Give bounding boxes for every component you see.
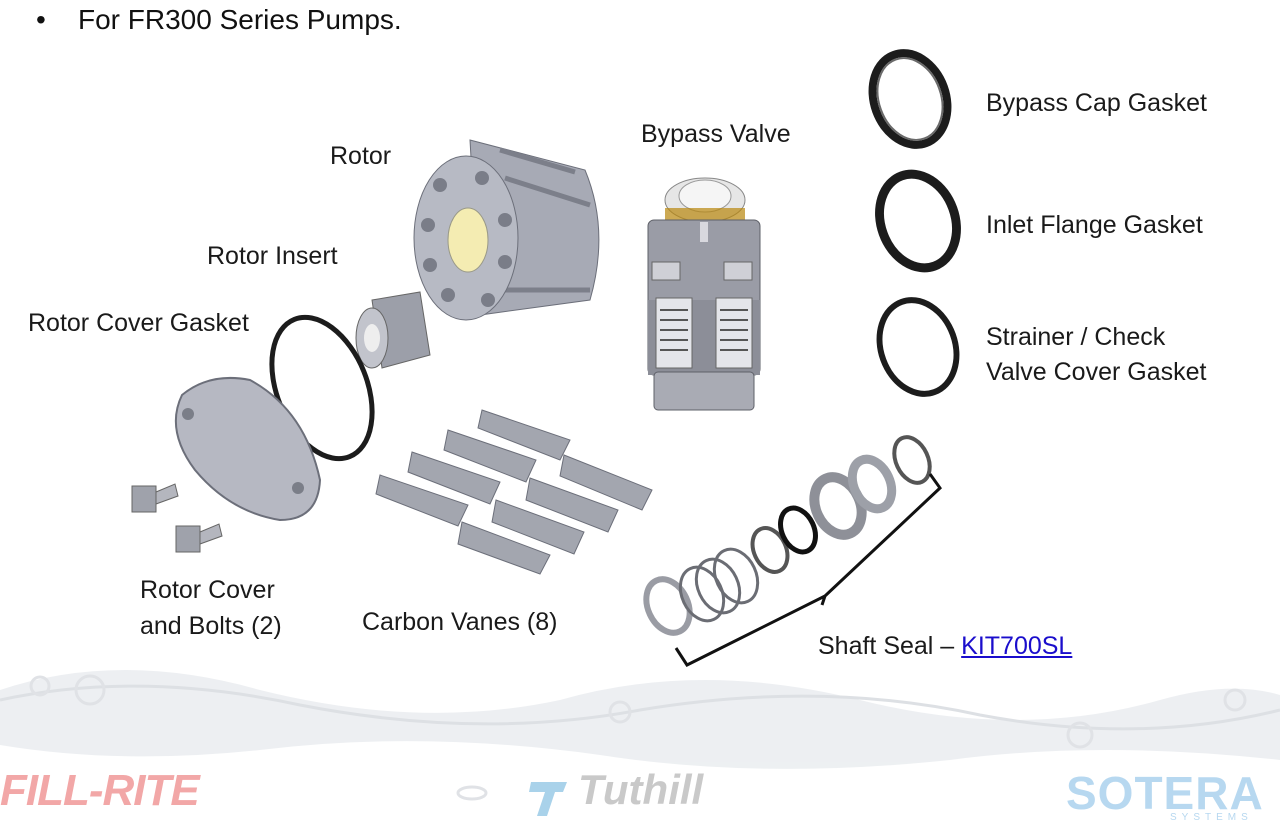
shaft-seal-prefix: Shaft Seal – bbox=[818, 632, 962, 660]
label-rotor-cover-gasket: Rotor Cover Gasket bbox=[28, 309, 249, 337]
kit700sl-link[interactable]: KIT700SL bbox=[961, 632, 1073, 660]
bypass-valve-part bbox=[647, 177, 761, 411]
inlet-flange-gasket-ring bbox=[875, 169, 961, 273]
fillrite-logo: FILL-RITE bbox=[0, 766, 200, 815]
bypass-cap-gasket-ring bbox=[868, 49, 952, 149]
header-text: For FR300 Series Pumps. bbox=[78, 4, 402, 35]
shaft-seal-parts bbox=[643, 435, 932, 636]
tuthill-logo: Tuthill bbox=[578, 766, 704, 813]
label-rotor-cover-bolts-1: Rotor Cover bbox=[140, 576, 275, 604]
label-strainer-1: Strainer / Check bbox=[986, 323, 1166, 351]
label-bypass-cap-gasket: Bypass Cap Gasket bbox=[986, 89, 1207, 117]
carbon-vanes-part bbox=[375, 409, 653, 575]
label-shaft-seal: Shaft Seal – KIT700SL bbox=[818, 630, 1072, 664]
bullet-glyph: • bbox=[36, 4, 46, 35]
strainer-gasket-ring bbox=[876, 297, 960, 397]
water-splash-decoration bbox=[0, 670, 1280, 801]
label-rotor-cover-bolts-2: and Bolts (2) bbox=[140, 612, 282, 640]
rotor-insert-part bbox=[355, 291, 431, 369]
label-bypass-valve: Bypass Valve bbox=[641, 120, 791, 148]
label-strainer-2: Valve Cover Gasket bbox=[986, 358, 1207, 386]
label-rotor: Rotor bbox=[330, 142, 392, 170]
shaft-seal-bracket bbox=[674, 473, 942, 667]
label-inlet-flange-gasket: Inlet Flange Gasket bbox=[986, 211, 1203, 239]
bolt-1 bbox=[131, 483, 179, 513]
sotera-sub-logo: SYSTEMS bbox=[1170, 812, 1253, 823]
bolt-2 bbox=[175, 523, 223, 553]
label-rotor-insert: Rotor Insert bbox=[207, 242, 338, 270]
label-carbon-vanes: Carbon Vanes (8) bbox=[362, 608, 558, 636]
tuthill-logo-mark bbox=[527, 772, 575, 820]
header-bullet-line: • For FR300 Series Pumps. bbox=[36, 4, 402, 36]
rotor-cover-part bbox=[174, 376, 322, 522]
sotera-logo: SOTERA bbox=[1066, 767, 1264, 819]
rotor-part bbox=[413, 139, 600, 321]
